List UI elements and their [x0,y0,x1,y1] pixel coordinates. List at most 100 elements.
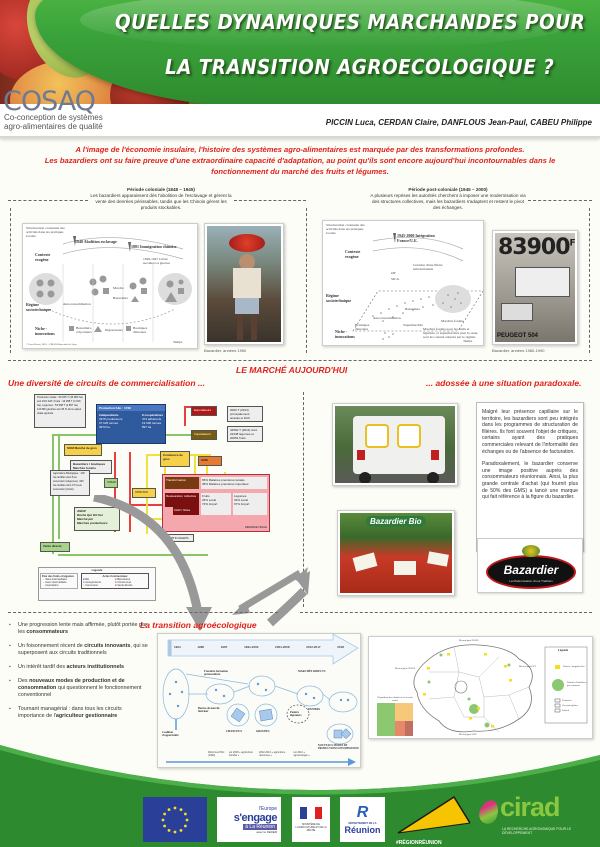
logo-text: s'engage [233,811,278,824]
timeline-graphic [162,634,359,766]
bullet-item: Une progression lente mais affirmée, plu… [8,622,148,636]
demande-finale-box: Transformation 65% Matières premières lo… [162,474,270,532]
bullet-item: Tournant managérial : dans tous les circ… [8,706,148,720]
map-legend-item: Littoral [562,709,570,712]
section-divider [8,360,592,361]
map-legend-item: Paniers / magasins bio [563,665,585,668]
node-label: Bazardiers [405,307,420,311]
marianne-icon [300,807,322,819]
timeline-node-label: Paniers légumiers [290,711,302,717]
node-label: Autoconsommation [373,316,401,320]
logo-text: cirad [500,792,561,822]
diagram-note: Marchés forains pour les fruits et légum… [423,327,479,339]
eu-stars-icon [161,806,189,833]
divider [528,200,592,201]
niche-label: Bazardiers, colporteurs [76,326,92,334]
divider [10,208,11,353]
ad-currency: F [569,238,575,249]
region-triangle-icon [397,795,471,834]
period-colonial-text: Les bazardiers apparaissent dès l'abolit… [90,193,232,210]
ad-price: 83900 [498,235,571,260]
paradox-textbox: Malgré leur présence capillaire sur le t… [476,402,584,552]
period-postcolonial-text: A plusieurs reprises les autorités cherc… [370,193,526,210]
map-region-label: Microrégion NORD [459,639,479,642]
map-legend-title: Légende [558,649,569,652]
double-arrow [232,567,308,615]
credit: © Luca Piccin, 2018 – CIRAD/Université d… [26,343,77,346]
cirad-leaf-icon [476,797,502,827]
divider [234,200,306,201]
diagram-event: 1881 Immigration chinoise [131,244,177,249]
node-label: SICA [391,277,399,281]
diagram-event: 1849-1947 Crises sucrières et guerres [143,257,171,265]
diagram-event: 1848 Abolition esclavage [75,239,117,244]
reunion-map: Répartition des initiatives de circuits … [368,636,593,739]
row-label: Régime sociotechnique [326,293,352,303]
postcolonial-diagram: Structuration croissante des activités d… [322,220,484,346]
period-postcolonial-title: Période post-coloniale (1945 – 2000) [408,187,488,192]
legend-flux: Flux des fruits et légumes → Sans interm… [40,573,78,589]
bullet-item: Des nouveaux modes de production et de c… [8,678,148,699]
title-banner [35,0,600,104]
som-box: SOM Marché de gros [64,444,102,456]
period-postcolonial-header: Période post-coloniale (1945 – 2000) A p… [370,187,526,211]
export-note-box: 2000 T (2014) principalement ananas et l… [227,406,263,422]
node-label: Marchés forains [441,319,464,323]
map-region-label: Microrégion OUEST [395,667,416,670]
transition-diagram-graphic [29,236,192,342]
section-title-transition: La transition agroécologique [140,620,257,630]
banner-shine [80,0,580,50]
section-divider [8,612,278,613]
node-label: Boutiques chinoises [355,323,370,331]
bullet-item: Un foisonnement récent de circuits innov… [8,643,148,657]
poster-title-line1: QUELLES DYNAMIQUES MARCHANDES POUR [115,10,586,34]
map-legend-item: Nombre d'initiatives par commune [567,681,587,687]
bazardier-tagline: La Modernisation d'une Tradition [509,579,553,583]
gms-box: GMS [198,456,222,466]
diagram-event: Création d'une filière subventionnée [413,263,443,271]
map-region-label: Microrégion EST [519,665,536,668]
poster-title-line2: LA TRANSITION AGROECOLOGIQUE ? [165,55,555,79]
node-label: OP [391,271,396,275]
timeline-node-label: Frontière formation permaculture [204,670,228,676]
vente-directe-box: Vente directe [40,542,70,552]
legend-title: Légende [91,569,103,572]
market-right-title: ... adossée à une situation paradoxale. [426,378,582,388]
diagram-note: Structuration croissante des activités d… [326,223,365,235]
cosaq-logo: COSAQ [3,86,96,117]
ministere-logo: MINISTÈRE DE L'AGRICULTURE ET DE LA PÊCH… [292,797,330,842]
axis-label: Temps [463,339,473,343]
cosaq-subtitle-line2: agro-alimentaires de qualité [4,122,103,131]
logo-text: DÉPARTEMENT DE LA [348,822,377,825]
region-reunion-logo: #RÉGIONRÉUNION [396,795,474,846]
section-divider [300,612,592,613]
niche-label: Boutiques chinoises [133,326,148,334]
photo-caption: Bazardier, années 1980-1990 [492,348,545,353]
transition-diagram-graphic [352,233,483,340]
paradox-paragraph-1: Malgré leur présence capillaire sur le t… [482,409,578,455]
logo-text: #RÉGIONRÉUNION [396,840,442,846]
node-label: Bazardiers [113,296,128,300]
timeline-bottom-labels: Réformes PAC (1992)Loi 2008 « agricultur… [208,751,310,757]
legend-actors: Actes Commerciaux ■ Bio ■ Biocultures ■ … [81,573,149,589]
divider [589,208,590,353]
row-label: Contexte exogène [35,252,51,262]
flow-legend: Légende Flux des fruits et légumes → San… [38,567,156,601]
timeline-node-label: CHANCEUX [226,730,243,733]
timeline-node-label: Coalition d'opportunité [162,731,179,737]
diagram-note: Structuration croissante des activités d… [26,226,65,238]
eu-flag-logo [143,797,207,842]
logo-text: MINISTÈRE DE L'AGRICULTURE ET DE LA PÊCH… [295,823,327,832]
cirad-logo: cirad LA RECHERCHE AGRONOMIQUE POUR LE D… [476,792,593,842]
import-note-box: 42500 T (2014) dont 22448 légumes et 200… [227,426,263,442]
timeline-node-label: NOUVEAUX MODES DE PRODUCTION/CONSOMMATIO… [318,744,359,750]
importateurs-box: Importateurs [191,430,217,440]
period-colonial-header: Période coloniale (1848 – 1945) Les baza… [90,187,232,211]
peugeot-ad-photo: 83900F PEUGEOT 504 [492,230,578,345]
exportateurs-box: Exportateurs [191,406,217,416]
axis-label: Temps [173,340,183,344]
logo-text: avec le FEDER [256,829,277,834]
